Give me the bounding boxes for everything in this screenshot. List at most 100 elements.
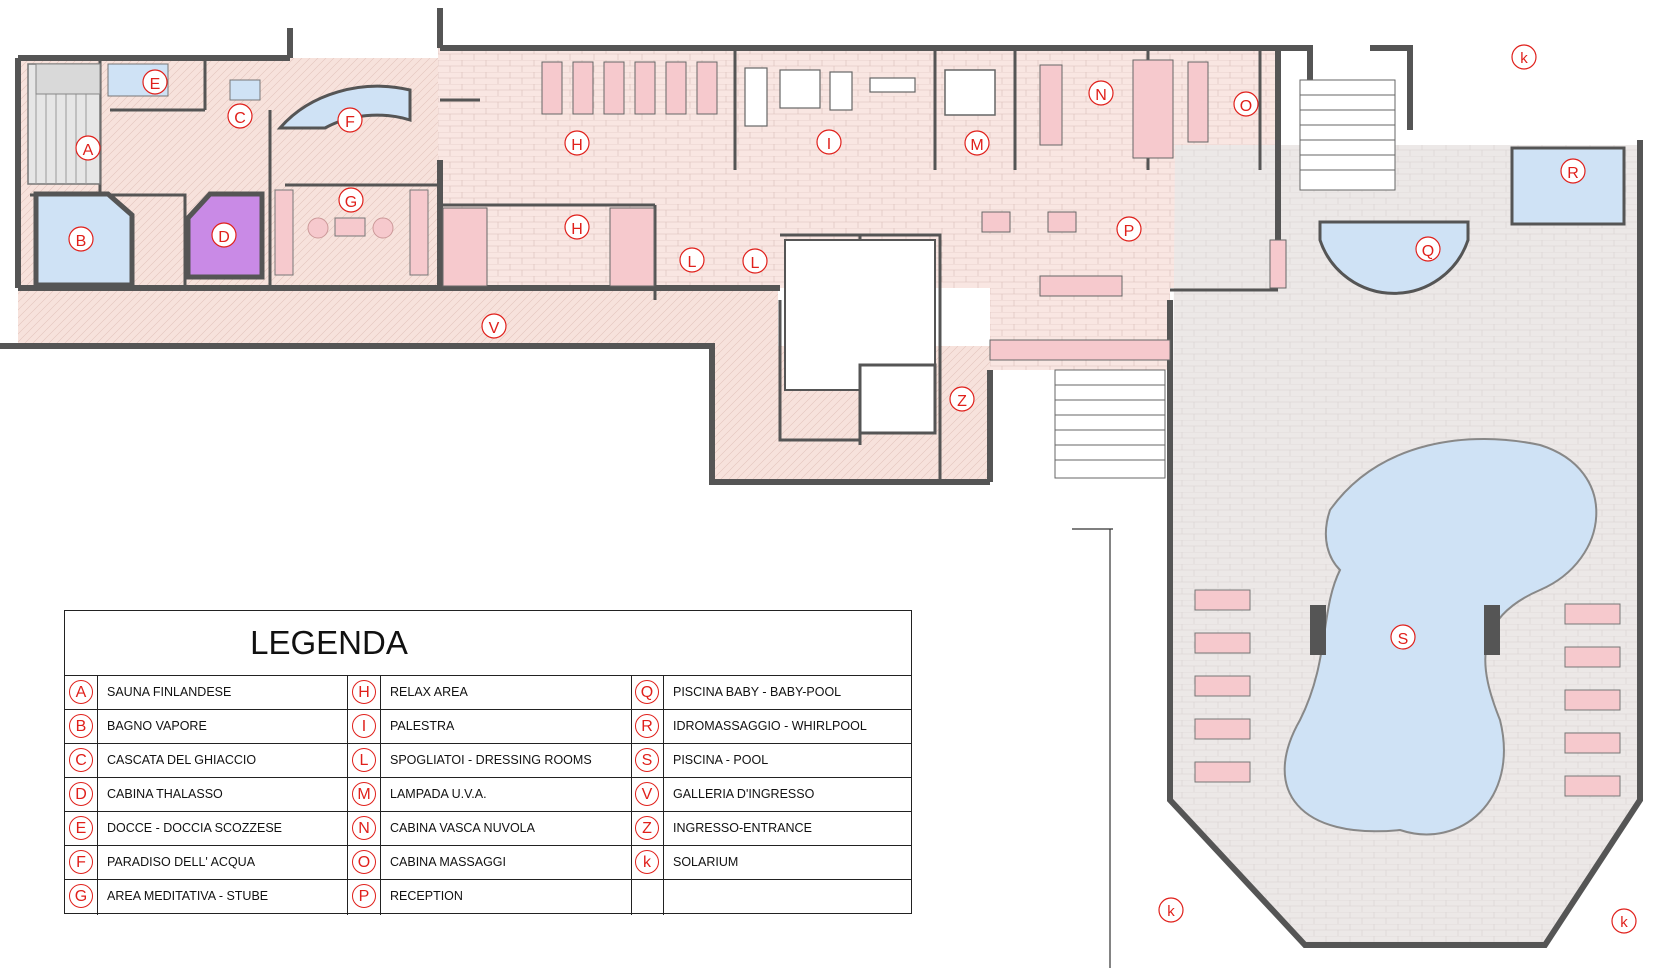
legend-code-A: A: [69, 680, 93, 704]
svg-text:R: R: [1567, 165, 1579, 182]
label-M: M: [964, 130, 990, 156]
label-Z: Z: [949, 386, 975, 412]
label-S: S: [1390, 624, 1416, 650]
legend-code-D: D: [69, 782, 93, 806]
svg-text:G: G: [345, 194, 357, 211]
label-G: G: [338, 187, 364, 213]
label-H: H: [564, 130, 590, 156]
legend-label-Q: PISCINA BABY - BABY-POOL: [673, 685, 842, 699]
legend-label-H: RELAX AREA: [390, 685, 468, 699]
label-I: I: [816, 129, 842, 155]
svg-text:E: E: [150, 76, 161, 93]
sauna-benches: [27, 63, 101, 185]
legend-label-G: AREA MEDITATIVA - STUBE: [107, 889, 269, 903]
legend-label-M: LAMPADA U.V.A.: [390, 787, 487, 801]
svg-text:I: I: [827, 136, 831, 153]
label-L: L: [679, 247, 705, 273]
ice-cascade: [229, 79, 261, 101]
access-path: [1072, 528, 1113, 968]
label-Q: Q: [1415, 236, 1441, 262]
label-k-top: k: [1511, 44, 1537, 70]
legend-label-A: SAUNA FINLANDESE: [107, 685, 232, 699]
legend-label-E: DOCCE - DOCCIA SCOZZESE: [107, 821, 283, 835]
legend-label-B: BAGNO VAPORE: [107, 719, 207, 733]
svg-text:C: C: [234, 110, 246, 127]
svg-text:L: L: [688, 254, 697, 271]
legend-label-R: IDROMASSAGGIO - WHIRLPOOL: [673, 719, 867, 733]
room-labels: A B C D E F G H H I L L M N O P Q R S V …: [68, 44, 1637, 934]
legend-code-O: O: [352, 850, 376, 874]
legend-code-H: H: [352, 680, 376, 704]
label-H-2: H: [564, 214, 590, 240]
legend-label-I: PALESTRA: [390, 719, 455, 733]
reception-desks: [981, 211, 1287, 361]
legend-code-Z: Z: [635, 816, 659, 840]
gym-equipment: [744, 67, 916, 127]
legend-code-F: F: [69, 850, 93, 874]
svg-text:k: k: [1620, 914, 1628, 931]
legend-label-C: CASCATA DEL GHIACCIO: [107, 753, 257, 767]
legend-code-R: R: [635, 714, 659, 738]
label-A: A: [75, 135, 101, 161]
svg-text:V: V: [489, 320, 500, 337]
label-O: O: [1233, 91, 1259, 117]
legend-code-Q: Q: [635, 680, 659, 704]
uva-lamp: [944, 69, 996, 116]
legend-code-C: C: [69, 748, 93, 772]
svg-text:k: k: [1520, 50, 1528, 67]
legend-code-M: M: [352, 782, 376, 806]
legend-code-I: I: [352, 714, 376, 738]
svg-text:D: D: [218, 229, 230, 246]
svg-text:H: H: [571, 137, 583, 154]
label-B: B: [68, 226, 94, 252]
svg-text:S: S: [1398, 631, 1409, 648]
accessible-wc: [858, 363, 937, 435]
label-L-2: L: [742, 248, 768, 274]
legend-label-O: CABINA MASSAGGI: [390, 855, 507, 869]
label-V: V: [481, 313, 507, 339]
legend-label-V: GALLERIA D'INGRESSO: [673, 787, 815, 801]
label-P: P: [1116, 216, 1142, 242]
label-R: R: [1560, 158, 1586, 184]
legend-title: LEGENDA: [250, 624, 408, 661]
pool-showers: [1310, 605, 1500, 655]
svg-text:B: B: [76, 233, 87, 250]
legend-code-B: B: [69, 714, 93, 738]
svg-text:Q: Q: [1422, 243, 1434, 260]
svg-text:A: A: [83, 142, 94, 159]
svg-text:F: F: [345, 114, 355, 131]
legend-label-D: CABINA THALASSO: [107, 787, 223, 801]
legend-label-L: SPOGLIATOI - DRESSING ROOMS: [390, 753, 592, 767]
sun-loungers: [1194, 589, 1621, 797]
legend-code-E: E: [69, 816, 93, 840]
legend-code-S: S: [635, 748, 659, 772]
svg-text:L: L: [751, 255, 760, 272]
legend-label-F: PARADISO DELL' ACQUA: [107, 855, 256, 869]
legend-label-Z: INGRESSO-ENTRANCE: [673, 821, 812, 835]
legend-label-k: SOLARIUM: [673, 855, 739, 869]
legend-code-k: k: [635, 850, 659, 874]
legend-grid-lines: [64, 675, 912, 915]
stairs: [1054, 79, 1396, 479]
label-k-right: k: [1611, 908, 1637, 934]
legend-code-V: V: [635, 782, 659, 806]
stube-benches: [274, 189, 429, 276]
legend-code-L: L: [352, 748, 376, 772]
relax-beds: [442, 61, 718, 287]
label-D: D: [211, 222, 237, 248]
svg-text:H: H: [571, 221, 583, 238]
label-C: C: [227, 103, 253, 129]
svg-text:O: O: [1240, 98, 1252, 115]
legend-label-N: CABINA VASCA NUVOLA: [390, 821, 535, 835]
label-N: N: [1088, 80, 1114, 106]
svg-text:N: N: [1095, 87, 1107, 104]
massage-tables: [1039, 59, 1209, 159]
legend-code-N: N: [352, 816, 376, 840]
walls: [0, 8, 1643, 948]
whirlpool: [1510, 146, 1626, 226]
legend-label-S: PISCINA - POOL: [673, 753, 769, 767]
legend-code-G: G: [69, 884, 93, 908]
label-E: E: [142, 69, 168, 95]
